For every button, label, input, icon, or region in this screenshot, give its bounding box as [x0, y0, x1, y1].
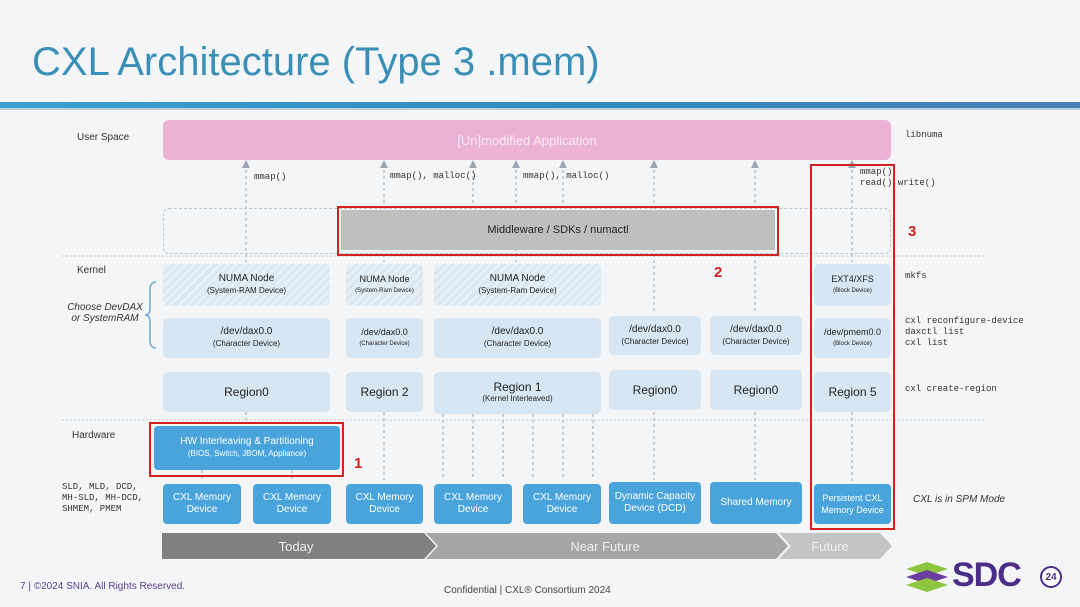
numa-node-2-name: NUMA Node	[359, 274, 410, 284]
numa-node-3: NUMA Node (System-Ram Device)	[434, 264, 601, 306]
region-6: Region 5	[814, 372, 891, 412]
dax-5-sub: (Character Device)	[722, 336, 790, 346]
region-4-name: Region0	[632, 383, 678, 397]
device-shared-memory: Shared Memory	[710, 482, 802, 524]
dax-5-name: /dev/dax0.0	[730, 323, 782, 335]
region-2: Region 2	[346, 372, 423, 412]
callout-box-1	[149, 422, 344, 477]
hw-interleaving-box: HW Interleaving & Partitioning (BIOS, Sw…	[154, 426, 340, 470]
callout-number-2: 2	[714, 264, 723, 281]
region-6-name: Region 5	[828, 385, 877, 399]
title-rule-light	[0, 108, 1080, 110]
call-mmap-malloc-2: mmap(), malloc()	[523, 171, 610, 181]
region-3-name: Region 1	[493, 380, 542, 394]
fs-sub: (Block Device)	[833, 288, 872, 294]
footer-copyright: 7 | ©2024 SNIA. All Rights Reserved.	[20, 581, 186, 592]
region-5-name: Region0	[733, 383, 779, 397]
label-hardware: Hardware	[72, 430, 116, 441]
application-box: [Un]modified Application	[163, 120, 891, 160]
label-cxl-commands: cxl reconfigure-device daxctl list cxl l…	[905, 316, 1024, 348]
sdc-logo-year: 24	[1040, 566, 1062, 588]
dax-1-sub: (Character Device)	[212, 339, 281, 348]
region-3: Region 1 (Kernel Interleaved)	[434, 372, 601, 414]
dax-3-name: /dev/dax0.0	[491, 326, 544, 337]
callout-box-3	[810, 164, 895, 530]
dax-3-sub: (Character Device)	[483, 339, 552, 348]
label-kernel: Kernel	[77, 265, 106, 276]
timeline-today: Today	[278, 538, 314, 554]
dax-device-3: /dev/dax0.0 (Character Device)	[434, 318, 601, 358]
brace-icon	[144, 281, 157, 349]
dax-device-4: /dev/dax0.0 (Character Device)	[609, 316, 701, 355]
timeline-near-future: Near Future	[570, 538, 640, 554]
label-device-types: SLD, MLD, DCD, MH-SLD, MH-DCD, SHMEM, PM…	[62, 482, 144, 514]
title-rule	[0, 102, 1080, 108]
dax-4-name: /dev/dax0.0	[629, 323, 681, 335]
middleware-dashed-area	[163, 208, 891, 254]
numa-node-3-sub: (System-Ram Device)	[478, 286, 557, 295]
device-persistent-cxl: Persistent CXL Memory Device	[814, 484, 891, 524]
device-cxl-memory-3: CXL Memory Device	[346, 484, 423, 524]
hw-interleaving-name: HW Interleaving & Partitioning	[180, 436, 314, 447]
sdc-logo-text: SDC	[952, 556, 1022, 594]
label-mkfs: mkfs	[905, 271, 927, 281]
device-cxl-memory-1: CXL Memory Device	[163, 484, 241, 524]
dax-4-sub: (Character Device)	[621, 336, 689, 346]
callout-number-3: 3	[908, 223, 917, 240]
numa-node-2-sub: (System-Ram Device)	[355, 288, 414, 294]
label-choose-devdax: Choose DevDAX or SystemRAM	[67, 302, 143, 324]
numa-node-1: NUMA Node (System-RAM Device)	[163, 264, 330, 306]
region-1: Region0	[163, 372, 330, 412]
hw-interleaving-sub: (BIOS, Switch, JBOM, Appliance)	[187, 449, 307, 458]
dax-device-1: /dev/dax0.0 (Character Device)	[163, 318, 330, 358]
region-2-name: Region 2	[360, 385, 409, 399]
device-dcd: Dynamic Capacity Device (DCD)	[609, 482, 701, 524]
region-1-name: Region0	[224, 385, 269, 399]
sdc-logo-layers-icon	[906, 562, 948, 592]
dax-1-name: /dev/dax0.0	[220, 326, 273, 337]
label-user-space: User Space	[77, 132, 130, 143]
pmem-sub: (Block Device)	[833, 341, 872, 347]
device-cxl-memory-5: CXL Memory Device	[523, 484, 601, 524]
fs-name: EXT4/XFS	[831, 274, 874, 284]
callout-number-1: 1	[354, 455, 363, 472]
numa-node-1-sub: (System-RAM Device)	[206, 286, 287, 295]
device-cxl-memory-4: CXL Memory Device	[434, 484, 512, 524]
dax-device-5: /dev/dax0.0 (Character Device)	[710, 316, 802, 355]
pmem-device: /dev/pmem0.0 (Block Device)	[814, 318, 891, 358]
numa-node-3-name: NUMA Node	[489, 273, 546, 284]
call-mmap-read-write: mmap(), read(),write()	[860, 167, 936, 188]
call-mmap-malloc-1: mmap(), malloc()	[390, 171, 477, 181]
device-cxl-memory-2: CXL Memory Device	[253, 484, 331, 524]
label-spm-mode: CXL is in SPM Mode	[913, 494, 1006, 505]
footer-confidential: Confidential | CXL® Consortium 2024	[444, 585, 611, 596]
middleware-box: Middleware / SDKs / numactl	[341, 210, 775, 250]
region-3-sub: (Kernel Interleaved)	[482, 394, 553, 403]
dax-2-sub: (Character Device)	[359, 341, 410, 347]
pmem-name: /dev/pmem0.0	[823, 327, 882, 337]
timeline-arrows	[162, 533, 892, 559]
label-create-region: cxl create-region	[905, 384, 997, 394]
label-libnuma: libnuma	[905, 130, 943, 140]
numa-node-2: NUMA Node (System-Ram Device)	[346, 264, 423, 306]
callout-box-2	[337, 206, 779, 256]
fs-ext4-xfs: EXT4/XFS (Block Device)	[814, 264, 891, 306]
numa-node-1-name: NUMA Node	[218, 273, 275, 284]
timeline-future: Future	[811, 538, 849, 554]
region-4: Region0	[609, 370, 701, 410]
dax-2-name: /dev/dax0.0	[361, 327, 408, 337]
dax-device-2: /dev/dax0.0 (Character Device)	[346, 318, 423, 358]
region-5: Region0	[710, 370, 802, 410]
call-mmap-1: mmap()	[254, 172, 287, 182]
page-title: CXL Architecture (Type 3 .mem)	[32, 40, 600, 84]
